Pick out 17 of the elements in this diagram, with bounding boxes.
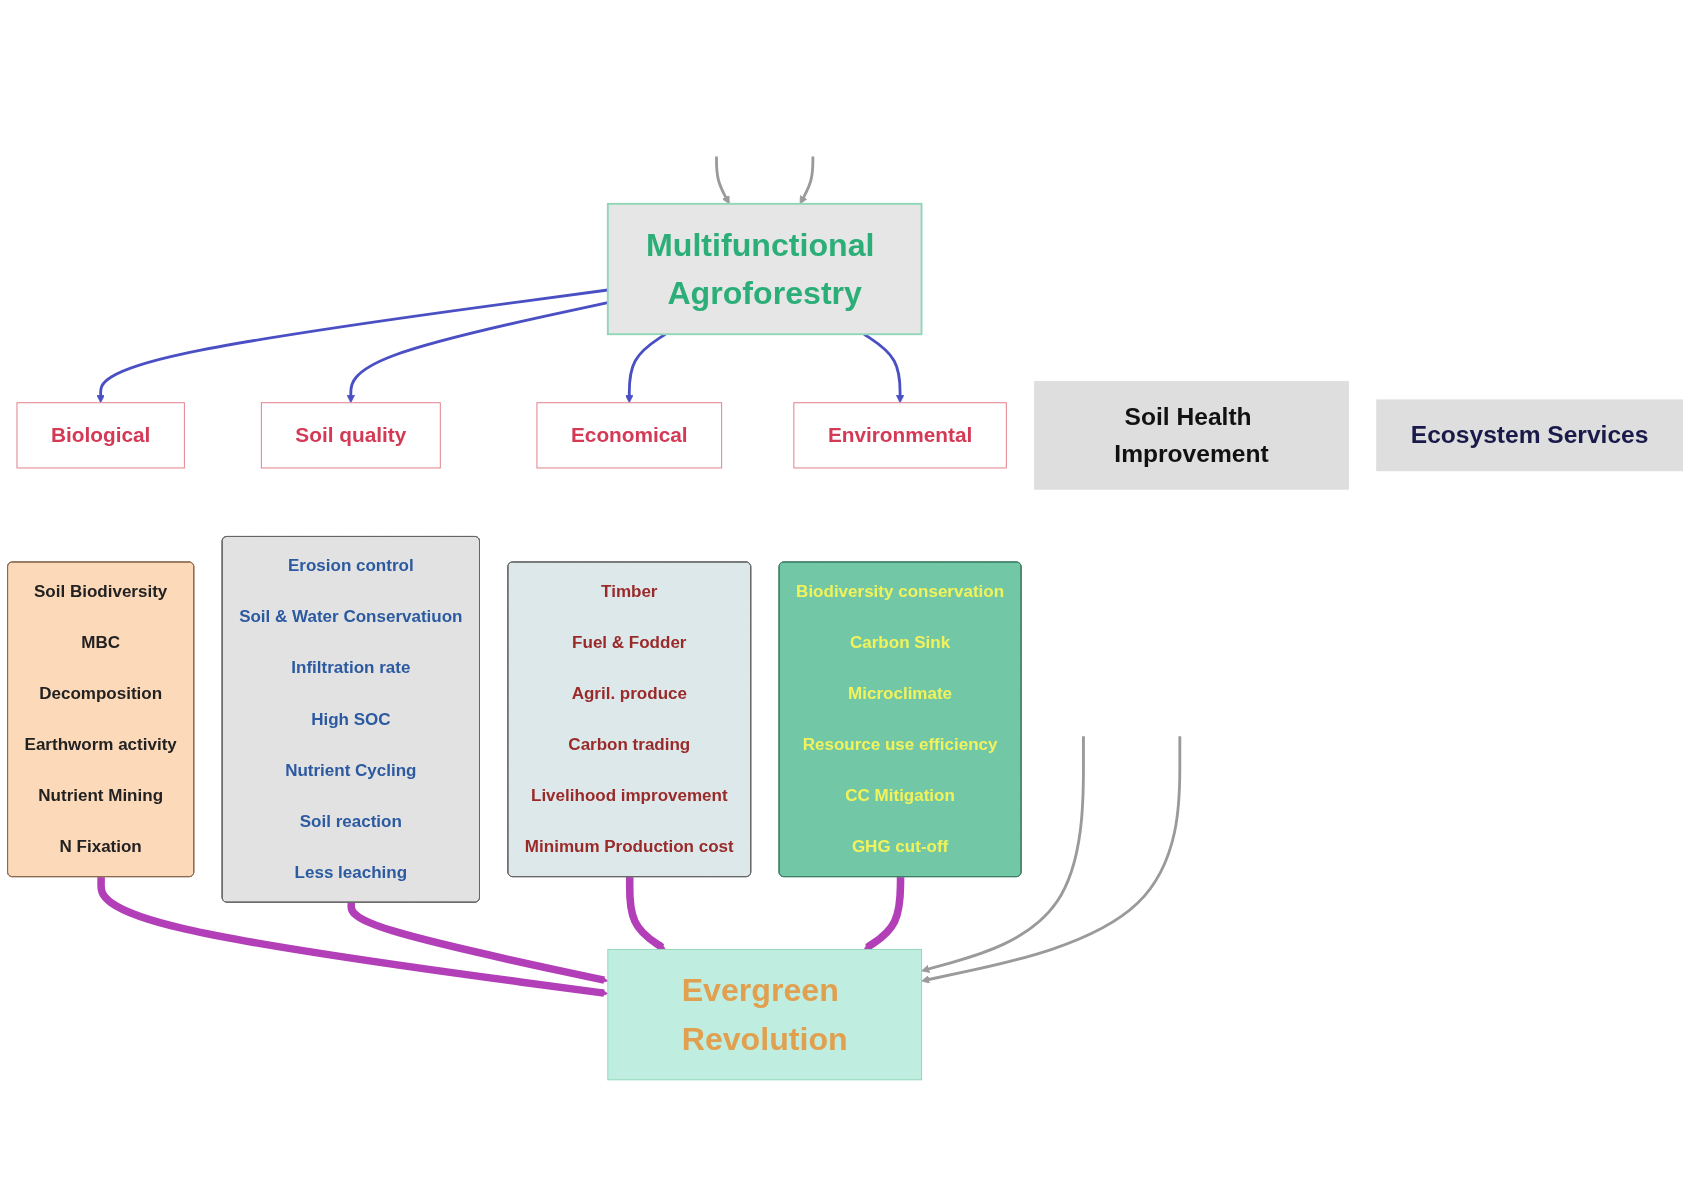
node-box: Soil Health Improvement — [1034, 380, 1349, 490]
node-box: Ecosystem Services — [1376, 399, 1683, 472]
node-box: Evergreen Revolution — [607, 948, 922, 1081]
node-box: Economical — [536, 402, 723, 469]
arrow — [863, 876, 905, 951]
arrow — [96, 288, 608, 403]
arrow — [347, 902, 609, 984]
arrow — [921, 736, 1085, 973]
arrow — [799, 156, 815, 204]
arrow — [97, 876, 609, 997]
arrow — [625, 876, 666, 951]
node-box: Environmental — [793, 402, 1007, 469]
node-box: Multifunctional Agroforestry — [606, 202, 923, 335]
node-box: Biological — [16, 402, 185, 469]
arrow — [921, 736, 1182, 984]
arrow — [715, 156, 730, 204]
node-box: Soil quality — [260, 402, 441, 469]
